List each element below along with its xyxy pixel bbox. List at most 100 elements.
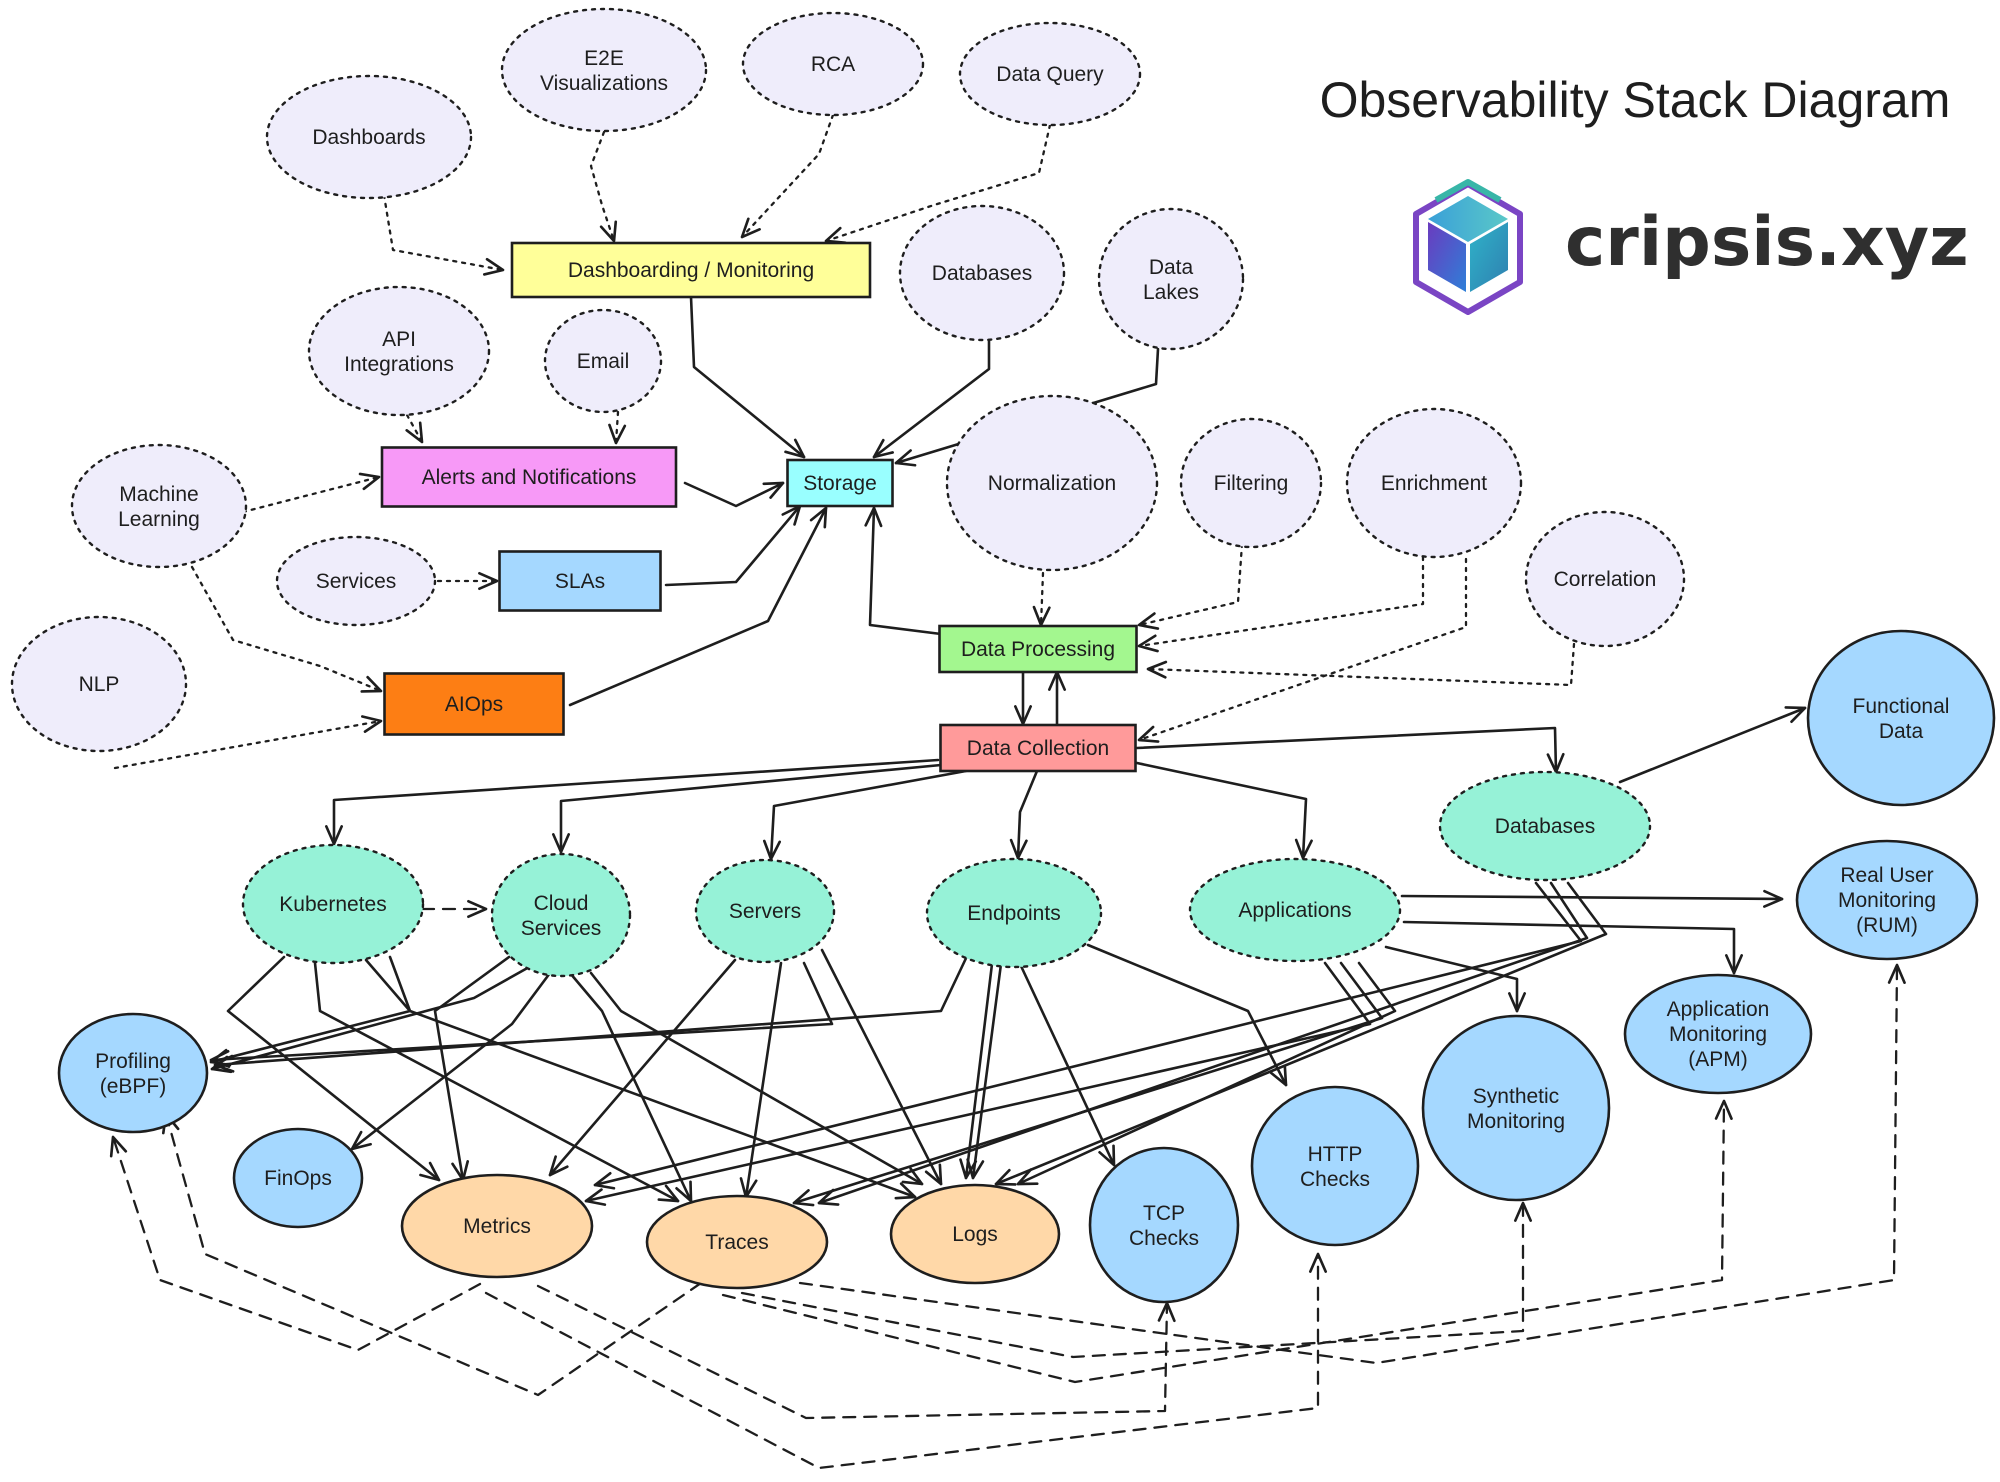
node-label: FinOps <box>264 1167 332 1190</box>
node-data-processing[interactable]: Data Processing <box>938 624 1138 674</box>
edge-arrow-6 <box>872 337 991 459</box>
connections <box>109 113 1906 1470</box>
node-filtering[interactable]: Filtering <box>1179 417 1323 549</box>
edge-arrow-27 <box>762 769 968 861</box>
node-enrichment[interactable]: Enrichment <box>1345 407 1523 559</box>
edge-arrow-10 <box>241 472 381 514</box>
node-logs[interactable]: Logs <box>889 1183 1061 1285</box>
node-dashboarding-monitoring[interactable]: Dashboarding / Monitoring <box>510 241 872 299</box>
node-label: Traces <box>705 1231 768 1254</box>
node-nlp[interactable]: NLP <box>10 615 188 753</box>
node-label: Databases <box>1495 815 1595 838</box>
node-label: Alerts and Notifications <box>422 466 637 489</box>
node-storage[interactable]: Storage <box>786 458 894 508</box>
node-normalization[interactable]: Normalization <box>945 394 1159 572</box>
node-label: Data Query <box>996 63 1104 86</box>
node-shape <box>939 723 1137 773</box>
edge-arrow-51 <box>966 962 1003 1180</box>
edge-arrow-25 <box>324 758 940 846</box>
node-label: Dashboards <box>312 126 425 149</box>
node-kubernetes[interactable]: Kubernetes <box>241 843 425 965</box>
node-services[interactable]: Services <box>275 535 437 627</box>
edge-arrow-61 <box>536 1284 1176 1420</box>
edge-arrow-43 <box>568 971 693 1203</box>
node-shape <box>925 857 1103 969</box>
node-finops[interactable]: FinOps <box>232 1127 364 1229</box>
node-shape <box>1524 510 1686 648</box>
node-shape <box>889 1183 1061 1285</box>
edge-arrow-2 <box>589 130 618 243</box>
node-databases-src[interactable]: Databases <box>1438 770 1652 882</box>
edge-arrow-44 <box>589 971 924 1186</box>
node-shape <box>1421 1014 1611 1202</box>
node-data-query[interactable]: Data Query <box>958 21 1142 127</box>
diagram-title: Observability Stack Diagram <box>1320 72 1951 128</box>
edge-arrow-48 <box>820 948 943 1186</box>
node-label: Servers <box>729 900 801 923</box>
edge-arrow-15 <box>113 715 383 770</box>
edge-arrow-47 <box>209 961 834 1068</box>
edge-arrow-11 <box>683 481 785 508</box>
node-servers[interactable]: Servers <box>694 858 836 964</box>
edge-arrow-17 <box>864 506 943 636</box>
node-label: AIOps <box>445 693 503 716</box>
node-label: Filtering <box>1214 472 1289 495</box>
node-shape <box>1795 839 1979 961</box>
edge-arrow-16 <box>568 506 828 707</box>
edge-arrow-63 <box>161 1112 703 1397</box>
edge-arrow-46 <box>739 961 783 1199</box>
node-endpoints[interactable]: Endpoints <box>925 857 1103 969</box>
node-shape <box>510 241 872 299</box>
node-rca[interactable]: RCA <box>741 11 925 117</box>
node-shape <box>70 443 248 569</box>
node-shape <box>645 1194 829 1290</box>
node-shape <box>958 21 1142 127</box>
node-applications[interactable]: Applications <box>1188 857 1402 963</box>
node-label: Dashboarding / Monitoring <box>568 259 814 282</box>
node-label: Profiling(eBPF) <box>95 1050 171 1098</box>
node-label: SLAs <box>555 570 605 593</box>
node-label: Databases <box>932 262 1032 285</box>
node-profiling[interactable]: Profiling(eBPF) <box>57 1012 209 1134</box>
node-shape <box>400 1173 594 1279</box>
edge-arrow-13 <box>664 504 802 587</box>
node-shape <box>232 1127 364 1229</box>
node-email[interactable]: Email <box>543 308 663 414</box>
edge-arrow-64 <box>740 1201 1533 1359</box>
node-aiops[interactable]: AIOps <box>383 672 565 736</box>
node-shape <box>490 852 632 978</box>
edge-arrow-60 <box>109 1135 482 1352</box>
node-slas[interactable]: SLAs <box>498 550 662 612</box>
node-correlation[interactable]: Correlation <box>1524 510 1686 648</box>
node-shape <box>498 550 662 612</box>
node-shape <box>1806 629 1996 807</box>
edge-arrow-56 <box>1016 961 1397 1186</box>
node-traces[interactable]: Traces <box>645 1194 829 1290</box>
node-databases-top[interactable]: Databases <box>898 204 1066 342</box>
node-data-collection[interactable]: Data Collection <box>939 723 1137 773</box>
node-alerts-notifications[interactable]: Alerts and Notifications <box>380 446 678 508</box>
node-shape <box>307 285 491 417</box>
node-dashboards[interactable]: Dashboards <box>265 74 473 200</box>
edge-arrow-50 <box>959 962 994 1180</box>
node-metrics[interactable]: Metrics <box>400 1173 594 1279</box>
edge-arrow-9 <box>608 410 627 445</box>
edge-arrow-28 <box>1009 769 1039 860</box>
